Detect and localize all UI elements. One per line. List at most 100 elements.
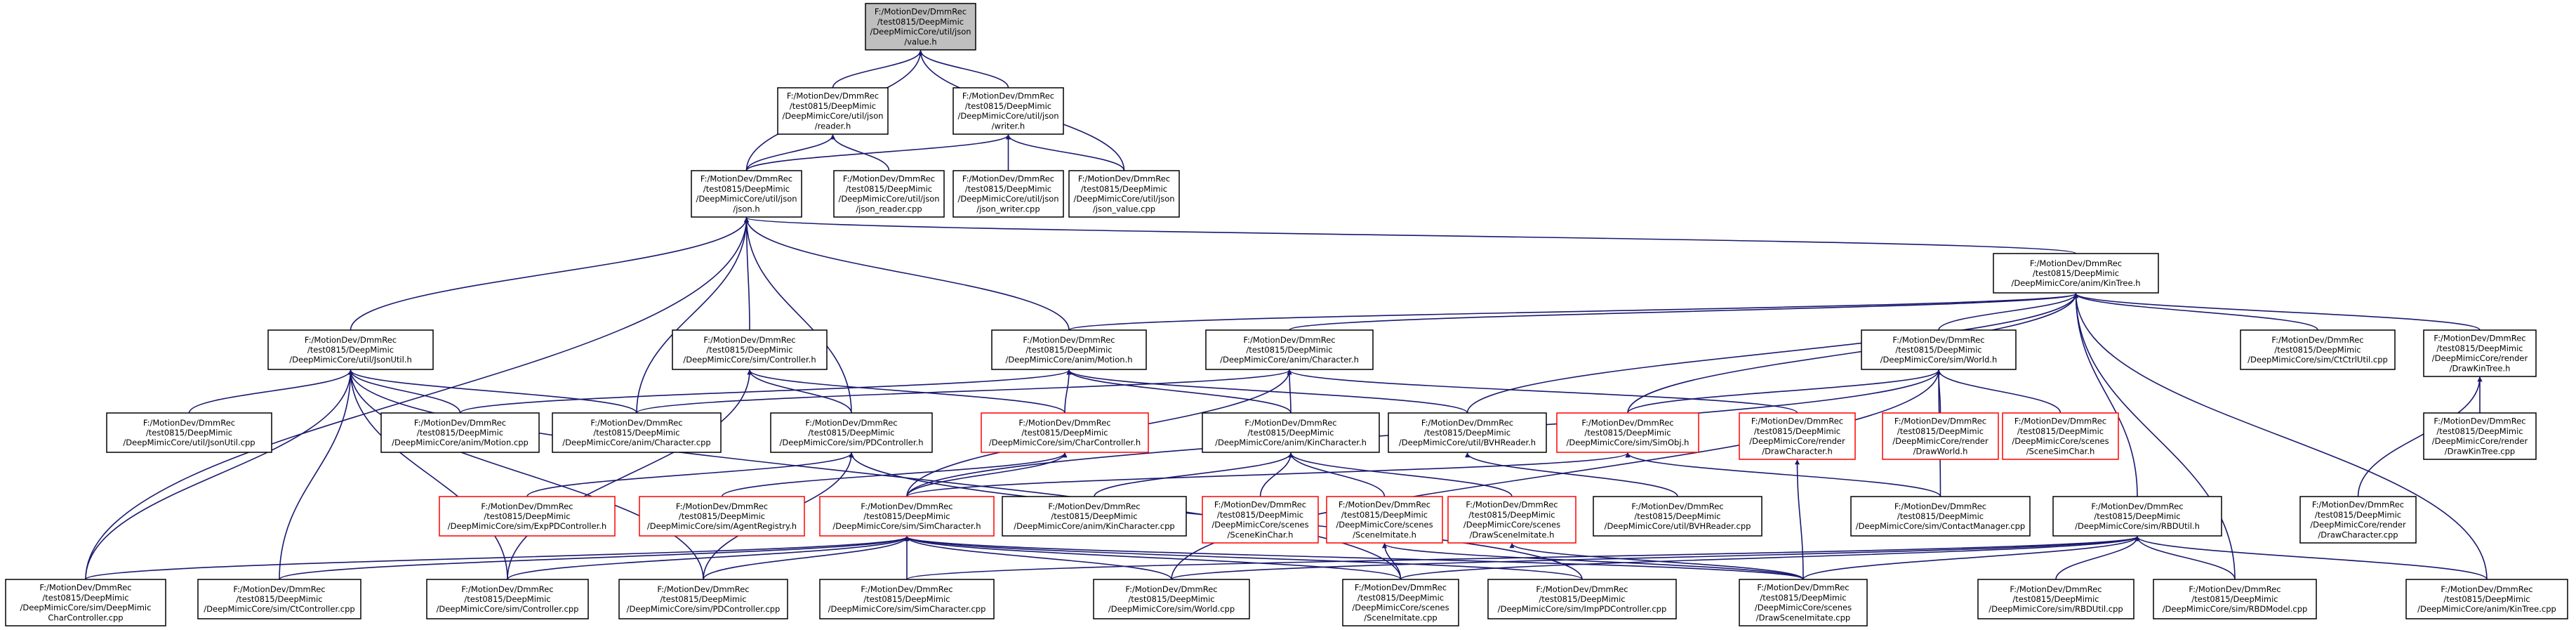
node-label-line: /DeepMimicCore/anim/Motion.cpp bbox=[392, 438, 529, 447]
edge-kincharacter-h-to-character-h bbox=[1287, 369, 1292, 414]
node-ctcontroller-cpp[interactable]: F:/MotionDev/DmmRec/test0815/DeepMimic/D… bbox=[197, 579, 361, 619]
edge-sceneimitate-h-to-kincharacter-h bbox=[1288, 452, 1386, 497]
edge-drawsceneimitate-h-to-kincharacter-h bbox=[1288, 452, 1513, 497]
node-label-line: F:/MotionDev/DmmRec bbox=[1355, 583, 1447, 593]
node-agentregistry-h[interactable]: F:/MotionDev/DmmRec/test0815/DeepMimic/D… bbox=[639, 496, 805, 537]
node-label-line: /DeepMimicCore/scenes bbox=[1211, 520, 1308, 530]
node-kintree-cpp[interactable]: F:/MotionDev/DmmRec/test0815/DeepMimic/D… bbox=[2405, 579, 2568, 619]
node-charcontroller-cpp[interactable]: F:/MotionDev/DmmRec/test0815/DeepMimic/D… bbox=[5, 579, 166, 626]
node-writer-h[interactable]: F:/MotionDev/DmmRec/test0815/DeepMimic/D… bbox=[952, 87, 1064, 135]
node-character-cpp[interactable]: F:/MotionDev/DmmRec/test0815/DeepMimic/D… bbox=[552, 412, 722, 453]
node-box bbox=[639, 496, 805, 537]
edge-jsonutil-cpp-to-jsonutil-h bbox=[188, 369, 353, 414]
node-box bbox=[1487, 579, 1677, 619]
node-rbdmodel-cpp[interactable]: F:/MotionDev/DmmRec/test0815/DeepMimic/D… bbox=[2153, 579, 2317, 619]
node-world-h[interactable]: F:/MotionDev/DmmRec/test0815/DeepMimic/D… bbox=[1861, 329, 2017, 370]
node-label-line: /DeepMimicCore/render bbox=[1749, 436, 1845, 446]
node-label-line: F:/MotionDev/DmmRec bbox=[1421, 418, 1513, 428]
node-label-line: /test0815/DeepMimic bbox=[2191, 594, 2278, 604]
node-json-h[interactable]: F:/MotionDev/DmmRec/test0815/DeepMimic/D… bbox=[691, 170, 802, 218]
node-simcharacter-h[interactable]: F:/MotionDev/DmmRec/test0815/DeepMimic/D… bbox=[819, 496, 995, 537]
node-json-reader-cpp[interactable]: F:/MotionDev/DmmRec/test0815/DeepMimic/D… bbox=[833, 170, 945, 218]
node-label-line: /DeepMimicCore/sim/SimCharacter.h bbox=[832, 521, 981, 531]
node-box bbox=[1993, 253, 2159, 294]
node-drawkintree-h[interactable]: F:/MotionDev/DmmRec/test0815/DeepMimic/D… bbox=[2423, 329, 2537, 377]
node-label-line: /reader.h bbox=[815, 121, 851, 131]
node-world-cpp[interactable]: F:/MotionDev/DmmRec/test0815/DeepMimic/D… bbox=[1093, 579, 1250, 619]
node-label-line: /test0815/DeepMimic bbox=[2274, 345, 2361, 355]
edge-charcontroller-cpp-to-json-h bbox=[85, 217, 749, 580]
node-drawsceneimitate-cpp[interactable]: F:/MotionDev/DmmRec/test0815/DeepMimic/D… bbox=[1739, 579, 1868, 626]
node-label-line: /test0815/DeepMimic bbox=[1051, 511, 1137, 521]
node-charcontroller-h[interactable]: F:/MotionDev/DmmRec/test0815/DeepMimic/D… bbox=[981, 412, 1149, 453]
node-label-line: /DeepMimicCore/sim/SimCharacter.cpp bbox=[828, 604, 986, 614]
node-label-line: F:/MotionDev/DmmRec bbox=[1243, 335, 1335, 345]
node-box bbox=[380, 412, 540, 453]
node-json-writer-cpp[interactable]: F:/MotionDev/DmmRec/test0815/DeepMimic/D… bbox=[952, 170, 1064, 218]
edge-pdcontroller-cpp-to-jsonutil-h bbox=[348, 369, 704, 580]
node-jsonutil-cpp[interactable]: F:/MotionDev/DmmRec/test0815/DeepMimic/D… bbox=[106, 412, 272, 453]
node-label-line: /test0815/DeepMimic bbox=[2017, 426, 2104, 436]
node-bvhreader-cpp[interactable]: F:/MotionDev/DmmRec/test0815/DeepMimic/D… bbox=[1593, 496, 1762, 537]
node-pdcontroller-h[interactable]: F:/MotionDev/DmmRec/test0815/DeepMimic/D… bbox=[770, 412, 933, 453]
node-box bbox=[439, 496, 616, 537]
node-jsonutil-h[interactable]: F:/MotionDev/DmmRec/test0815/DeepMimic/D… bbox=[267, 329, 434, 370]
node-box bbox=[1556, 412, 1699, 453]
node-controller-cpp[interactable]: F:/MotionDev/DmmRec/test0815/DeepMimic/D… bbox=[426, 579, 589, 619]
node-exppdcontroller-h[interactable]: F:/MotionDev/DmmRec/test0815/DeepMimic/D… bbox=[439, 496, 616, 537]
node-label-line: /DeepMimicCore/sim/RBDUtil.h bbox=[2075, 521, 2200, 531]
edge-world-cpp-to-rbdutil-h bbox=[1171, 536, 2140, 580]
node-drawcharacter-h[interactable]: F:/MotionDev/DmmRec/test0815/DeepMimic/D… bbox=[1739, 412, 1856, 460]
node-reader-h[interactable]: F:/MotionDev/DmmRec/test0815/DeepMimic/D… bbox=[777, 87, 889, 135]
node-label-line: /test0815/DeepMimic bbox=[1247, 428, 1334, 438]
node-rbdutil-cpp[interactable]: F:/MotionDev/DmmRec/test0815/DeepMimic/D… bbox=[1977, 579, 2135, 619]
node-json-value-cpp[interactable]: F:/MotionDev/DmmRec/test0815/DeepMimic/D… bbox=[1068, 170, 1180, 218]
node-label-line: /DeepMimicCore/render bbox=[2432, 436, 2528, 446]
node-scenesimchar-h[interactable]: F:/MotionDev/DmmRec/test0815/DeepMimic/D… bbox=[2002, 412, 2119, 460]
node-scenekinchar-h[interactable]: F:/MotionDev/DmmRec/test0815/DeepMimic/D… bbox=[1202, 496, 1319, 544]
node-motion-h[interactable]: F:/MotionDev/DmmRec/test0815/DeepMimic/D… bbox=[991, 329, 1147, 370]
node-label-line: /DeepMimicCore/sim/SimObj.h bbox=[1567, 438, 1689, 447]
node-label-line: /test0815/DeepMimic bbox=[1897, 426, 1984, 436]
node-box bbox=[1342, 579, 1459, 626]
node-character-h[interactable]: F:/MotionDev/DmmRec/test0815/DeepMimic/D… bbox=[1205, 329, 1374, 370]
node-label-line: F:/MotionDev/DmmRec bbox=[39, 583, 131, 593]
node-kintree-h[interactable]: F:/MotionDev/DmmRec/test0815/DeepMimic/D… bbox=[1993, 253, 2159, 294]
node-bvhreader-h[interactable]: F:/MotionDev/DmmRec/test0815/DeepMimic/D… bbox=[1388, 412, 1547, 453]
edge-impdcontroller-cpp-to-simcharacter-h bbox=[904, 536, 1583, 580]
node-sceneimitate-cpp[interactable]: F:/MotionDev/DmmRec/test0815/DeepMimic/D… bbox=[1342, 579, 1459, 626]
node-pdcontroller-cpp[interactable]: F:/MotionDev/DmmRec/test0815/DeepMimic/D… bbox=[618, 579, 788, 619]
node-sceneimitate-h[interactable]: F:/MotionDev/DmmRec/test0815/DeepMimic/D… bbox=[1326, 496, 1443, 544]
node-controller-h[interactable]: F:/MotionDev/DmmRec/test0815/DeepMimic/D… bbox=[672, 329, 828, 370]
node-box bbox=[770, 412, 933, 453]
node-label-line: F:/MotionDev/DmmRec bbox=[461, 584, 553, 594]
edge-rbdutil-h-to-kintree-h bbox=[2073, 293, 2138, 497]
node-label-line: /DeepMimicCore/scenes bbox=[1336, 520, 1433, 530]
node-contactmanager-cpp[interactable]: F:/MotionDev/DmmRec/test0815/DeepMimic/D… bbox=[1850, 496, 2031, 537]
node-simobj-h[interactable]: F:/MotionDev/DmmRec/test0815/DeepMimic/D… bbox=[1556, 412, 1699, 453]
node-simcharacter-cpp[interactable]: F:/MotionDev/DmmRec/test0815/DeepMimic/D… bbox=[819, 579, 995, 619]
node-ctctrlutil-cpp[interactable]: F:/MotionDev/DmmRec/test0815/DeepMimic/D… bbox=[2240, 329, 2396, 370]
node-label-line: /test0815/DeepMimic bbox=[965, 101, 1051, 111]
edge-drawsceneimitate-cpp-to-rbdutil-h bbox=[1802, 536, 2140, 580]
node-value-h[interactable]: F:/MotionDev/DmmRec/test0815/DeepMimic/D… bbox=[865, 3, 976, 51]
node-label-line: /test0815/DeepMimic bbox=[593, 428, 679, 438]
node-kincharacter-cpp[interactable]: F:/MotionDev/DmmRec/test0815/DeepMimic/D… bbox=[1002, 496, 1187, 537]
node-box bbox=[1388, 412, 1547, 453]
edge-writer-h-to-value-h bbox=[918, 50, 1009, 88]
node-box bbox=[1739, 579, 1868, 626]
node-kincharacter-h[interactable]: F:/MotionDev/DmmRec/test0815/DeepMimic/D… bbox=[1202, 412, 1380, 453]
node-drawcharacter-cpp[interactable]: F:/MotionDev/DmmRec/test0815/DeepMimic/D… bbox=[2299, 496, 2417, 544]
node-box bbox=[1202, 496, 1319, 544]
node-drawsceneimitate-h[interactable]: F:/MotionDev/DmmRec/test0815/DeepMimic/D… bbox=[1447, 496, 1576, 544]
node-drawkintree-cpp[interactable]: F:/MotionDev/DmmRec/test0815/DeepMimic/D… bbox=[2423, 412, 2537, 460]
node-rbdutil-h[interactable]: F:/MotionDev/DmmRec/test0815/DeepMimic/D… bbox=[2052, 496, 2222, 537]
node-motion-cpp[interactable]: F:/MotionDev/DmmRec/test0815/DeepMimic/D… bbox=[380, 412, 540, 453]
node-label-line: /DeepMimicCore/util/json bbox=[696, 194, 797, 204]
node-box bbox=[865, 3, 976, 51]
edge-motion-cpp-to-motion-h bbox=[459, 369, 1072, 414]
edge-pdcontroller-h-to-json-h bbox=[744, 217, 852, 414]
node-drawworld-h[interactable]: F:/MotionDev/DmmRec/test0815/DeepMimic/D… bbox=[1882, 412, 1999, 460]
edge-charcontroller-cpp-to-jsonutil-h bbox=[85, 369, 353, 580]
node-impdcontroller-cpp[interactable]: F:/MotionDev/DmmRec/test0815/DeepMimic/D… bbox=[1487, 579, 1677, 619]
